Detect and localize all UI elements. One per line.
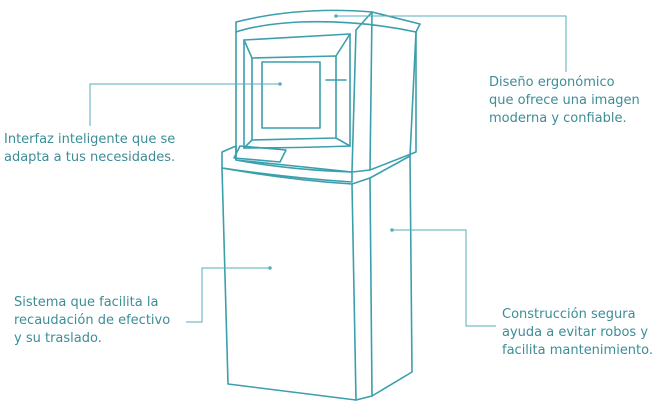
callout-interface-line-1: Interfaz inteligente que se: [4, 132, 176, 147]
callout-line-collection: [186, 267, 270, 323]
screen-bezel-corners: [243, 33, 351, 149]
kiosk-cabinet-edge: [369, 177, 373, 397]
callout-collection: Sistema que facilita la recaudación de e…: [14, 294, 170, 348]
callout-construction-line-2: ayuda a evitar robos y: [502, 325, 649, 340]
kiosk-cabinet-front: [221, 167, 357, 401]
kiosk-cabinet-side: [351, 155, 413, 401]
callout-line-design: [336, 15, 567, 72]
kiosk-head-side: [351, 11, 417, 173]
callout-design: Diseño ergonómico que ofrece una imagen …: [489, 74, 640, 128]
callout-collection-line-1: Sistema que facilita la: [14, 295, 159, 310]
callout-line-interface: [89, 83, 280, 126]
callout-construction: Construcción segura ayuda a evitar robos…: [502, 306, 653, 360]
callout-dot-construction: [390, 228, 394, 232]
callout-interface-line-2: adapta a tus necesidades.: [4, 150, 176, 165]
callout-dot-design: [334, 14, 338, 18]
screen-bezel: [243, 33, 351, 149]
kiosk-shelf: [221, 145, 353, 183]
callout-collection-line-2: recaudación de efectivo: [14, 313, 171, 328]
callout-dot-interface: [278, 82, 282, 86]
callout-line-construction: [392, 229, 496, 327]
callout-design-line-2: que ofrece una imagen: [489, 93, 640, 108]
callout-dot-collection: [268, 266, 272, 270]
callout-construction-line-1: Construcción segura: [502, 307, 636, 322]
kiosk-head-front: [235, 29, 357, 173]
callout-design-line-1: Diseño ergonómico: [489, 75, 615, 90]
kiosk-screen: [261, 61, 321, 129]
callout-interface: Interfaz inteligente que se adapta a tus…: [4, 131, 175, 167]
kiosk-top-cap: [235, 9, 421, 33]
kiosk-keypad: [233, 145, 287, 163]
callout-design-line-3: moderna y confiable.: [489, 111, 627, 126]
callout-collection-line-3: y su traslado.: [14, 331, 102, 346]
kiosk-side-edge: [409, 31, 417, 157]
callout-construction-line-3: facilita mantenimiento.: [502, 343, 654, 358]
